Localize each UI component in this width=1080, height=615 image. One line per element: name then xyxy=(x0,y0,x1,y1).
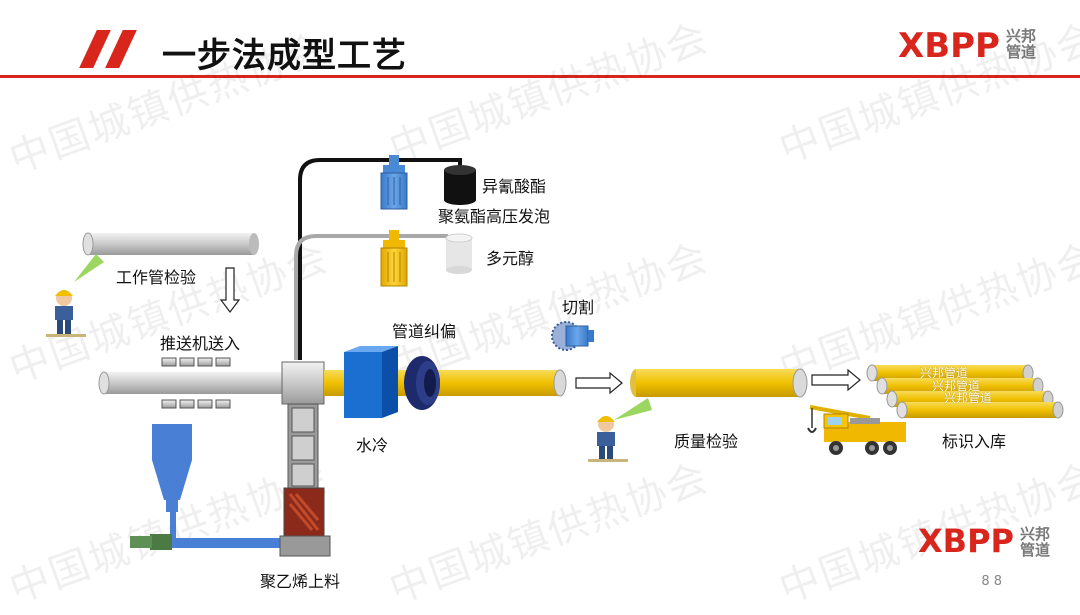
worker-inspector-2 xyxy=(588,398,652,462)
pusher-rollers-top xyxy=(161,357,231,367)
polyol-pump xyxy=(380,230,408,287)
pipe-correction-ring xyxy=(404,356,440,410)
gray-hose xyxy=(294,234,448,360)
logo-top-sub: 兴邦 管道 xyxy=(1006,28,1036,60)
logo-sub-line2: 管道 xyxy=(1006,43,1037,61)
worker-inspector-1 xyxy=(46,254,104,337)
logo-sub-line1: 兴邦 xyxy=(1006,27,1037,45)
polyol-tank xyxy=(445,233,473,274)
pe-hopper xyxy=(130,424,282,550)
pipe-stack xyxy=(866,364,1064,419)
logo-bottom-letters: XBPP xyxy=(918,522,1014,560)
label-cutting: 切割 xyxy=(562,298,595,317)
stack-label-1: 兴邦管道 xyxy=(920,366,969,380)
label-pipe-correction: 管道纠偏 xyxy=(392,322,457,341)
label-water-cooling: 水冷 xyxy=(356,436,389,455)
page-title: 一步法成型工艺 xyxy=(162,36,407,76)
label-work-pipe-inspect: 工作管检验 xyxy=(116,268,197,287)
down-arrow xyxy=(219,267,241,313)
logo-bottom: XBPP xyxy=(918,522,1014,560)
stack-label-3: 兴邦管道 xyxy=(944,391,993,405)
logo-bottom-sub-line1: 兴邦 xyxy=(1020,525,1051,543)
page-number: 8 8 xyxy=(981,574,1002,589)
logo-top: XBPP xyxy=(898,26,1000,66)
main-steel-pipe xyxy=(98,371,284,395)
water-cooling-tank xyxy=(344,346,398,418)
header-divider xyxy=(0,75,1080,78)
stack-label-2: 兴邦管道 xyxy=(932,379,981,393)
pusher-rollers-bottom xyxy=(161,399,231,409)
logo-bottom-sub: 兴邦 管道 xyxy=(1020,526,1050,558)
logo-bottom-sub-line2: 管道 xyxy=(1020,541,1051,559)
cutting-saw xyxy=(551,321,594,351)
label-marking-storage: 标识入库 xyxy=(942,432,1007,451)
isocyanate-pump xyxy=(380,155,408,210)
label-pusher: 推送机送入 xyxy=(160,334,241,353)
label-pe-feeding: 聚乙烯上料 xyxy=(260,572,341,591)
finished-pipe xyxy=(630,368,808,398)
extruder-die xyxy=(279,361,331,557)
label-pu-foam: 聚氨酯高压发泡 xyxy=(438,207,551,226)
flow-arrow-2 xyxy=(811,368,861,392)
flow-arrow-1 xyxy=(575,371,623,395)
label-quality-inspect: 质量检验 xyxy=(674,432,739,451)
label-isocyanate: 异氰酸酯 xyxy=(482,177,547,196)
work-pipe xyxy=(82,232,259,256)
logo-letters: XBPP xyxy=(898,26,1000,66)
black-hose xyxy=(298,158,462,360)
label-polyol: 多元醇 xyxy=(486,249,535,268)
isocyanate-tank xyxy=(444,165,476,205)
crane-truck xyxy=(807,405,906,455)
